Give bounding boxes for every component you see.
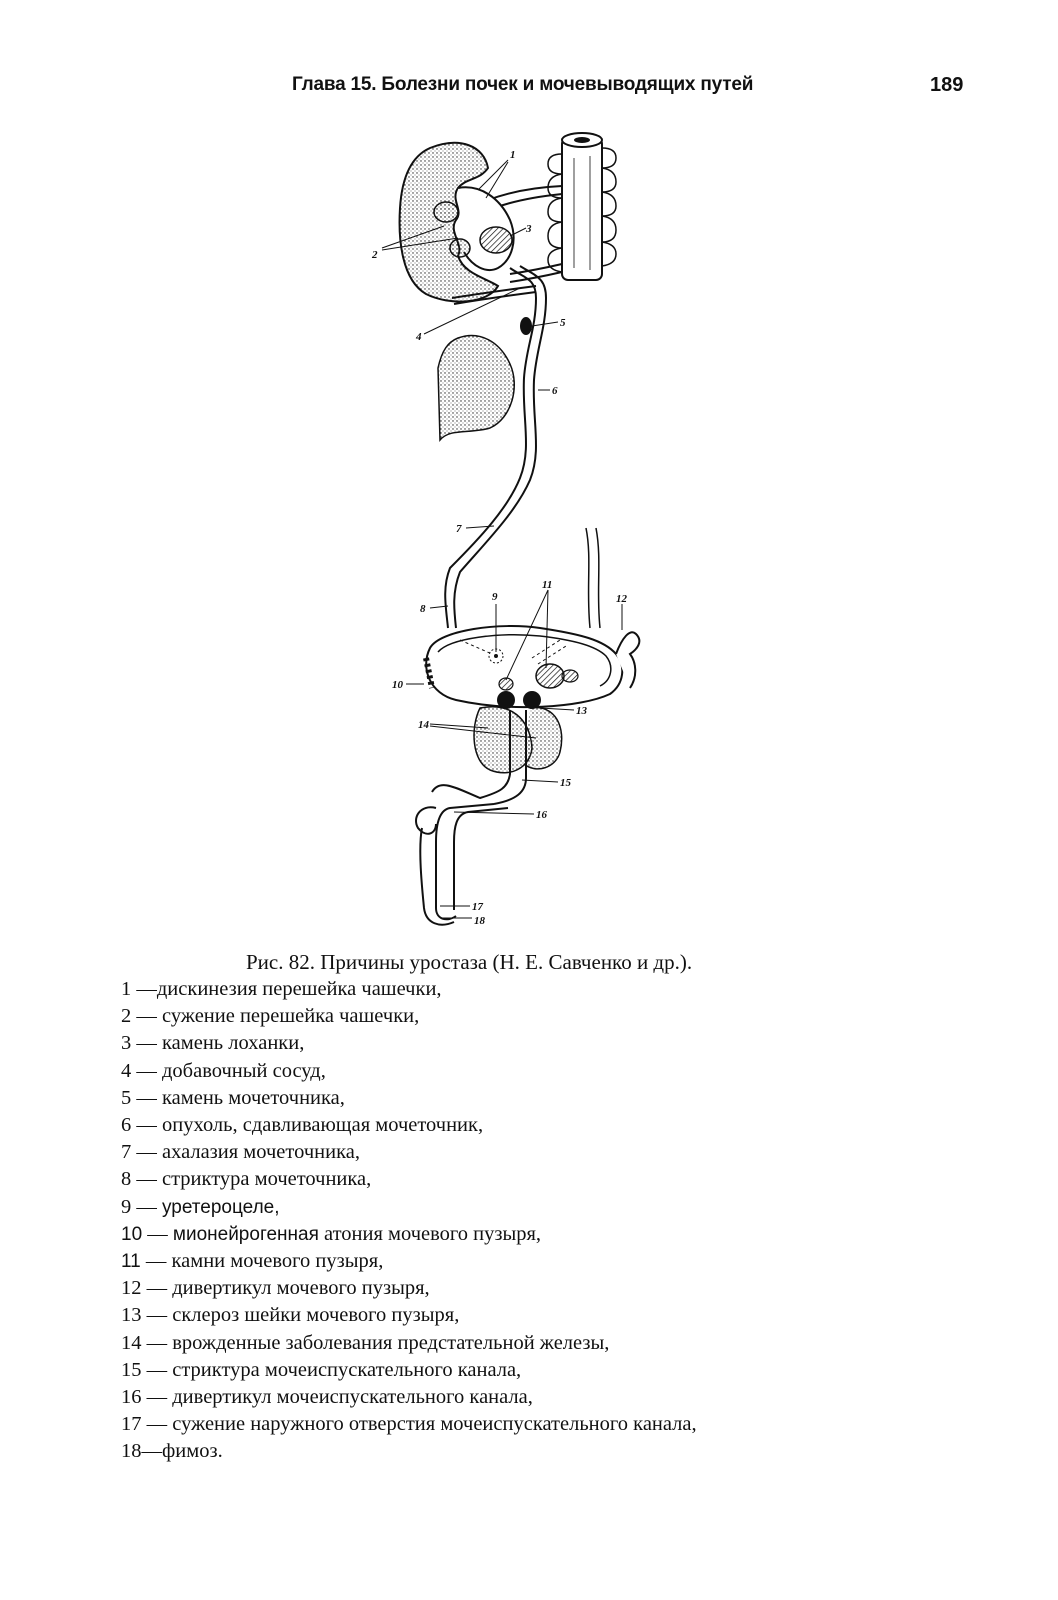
figure-label-18: 18 [474,915,486,927]
ureter [444,265,548,629]
legend-item: 11 — камни мочевого пузыря, [121,1250,384,1273]
urostasis-figure: 1 2 3 4 5 6 7 8 9 11 12 10 13 14 15 16 1… [360,128,700,928]
aorta-vessel [547,132,617,281]
urethral-diverticulum [415,806,437,835]
figure-label-10: 10 [392,679,404,691]
bladder-stones [535,663,565,689]
figure-label-2: 2 [371,249,378,261]
figure-caption: Рис. 82. Причины уростаза (Н. Е. Савченк… [246,950,693,974]
figure-label-15: 15 [560,777,572,789]
legend-item: 13 — склероз шейки мочевого пузыря, [121,1304,460,1327]
legend-item: 2 — сужение перешейка чашечки, [121,1005,420,1028]
legend-item: 3 — камень лоханки, [121,1032,305,1055]
figure-label-12: 12 [616,593,628,605]
figure-label-17: 17 [472,901,484,913]
legend-item: 16 — дивертикул мочеиспускательного кана… [121,1386,533,1409]
urinary-tract-illustration: 1 2 3 4 5 6 7 8 9 11 12 10 13 14 15 16 1… [371,132,641,927]
legend-item: 10 — мионейрогенная атония мочевого пузы… [121,1222,542,1245]
bladder-diverticulum [615,631,641,689]
legend-item: 1 —дискинезия перешейка чашечки, [121,978,442,1000]
legend-item: 14 — врожденные заболевания предстательн… [121,1331,610,1354]
page-header: Глава 15. Болезни почек и мочевыводящих … [0,74,1058,104]
prostate-right [523,706,563,770]
kidney [398,141,515,303]
figure-label-11: 11 [542,579,552,591]
ureter-stone [520,317,532,335]
legend-item: 15 — стриктура мочеиспускательного канал… [121,1358,522,1381]
page-number: 189 [930,74,964,96]
figure-label-8: 8 [420,603,426,615]
figure-label-3: 3 [525,223,532,235]
figure-label-1: 1 [510,149,516,161]
legend-item: 8 — стриктура мочеточника, [121,1168,372,1191]
legend-item: 17 — сужение наружного отверстия мочеисп… [121,1413,697,1436]
figure-label-7: 7 [456,523,462,535]
legend-item: 5 — камень мочеточника, [121,1086,345,1109]
legend-item: 12 — дивертикул мочевого пузыря, [121,1277,430,1300]
figure-label-6: 6 [552,385,558,397]
prostate-left [473,706,533,774]
figure-label-16: 16 [536,809,548,821]
legend-item: 4 — добавочный сосуд, [121,1059,326,1082]
figure-label-9: 9 [492,591,498,603]
legend-item: 18—фимоз. [121,1440,223,1463]
figure-label-4: 4 [415,331,422,343]
running-title: Глава 15. Болезни почек и мочевыводящих … [292,74,754,95]
renal-pelvis-stone [479,226,513,254]
figure-legend: 1 —дискинезия перешейка чашечки, 2 — суж… [121,976,697,1466]
legend-item: 9 — уретероцеле, [121,1195,280,1218]
figure-label-13: 13 [576,705,588,717]
bladder [423,625,641,709]
figure-label-5: 5 [560,317,566,329]
figure-label-14: 14 [418,719,430,731]
legend-item: 7 — ахалазия мочеточника, [121,1141,360,1164]
legend-item: 6 — опухоль, сдавливающая мочеточник, [121,1114,484,1137]
tumor [437,334,515,443]
